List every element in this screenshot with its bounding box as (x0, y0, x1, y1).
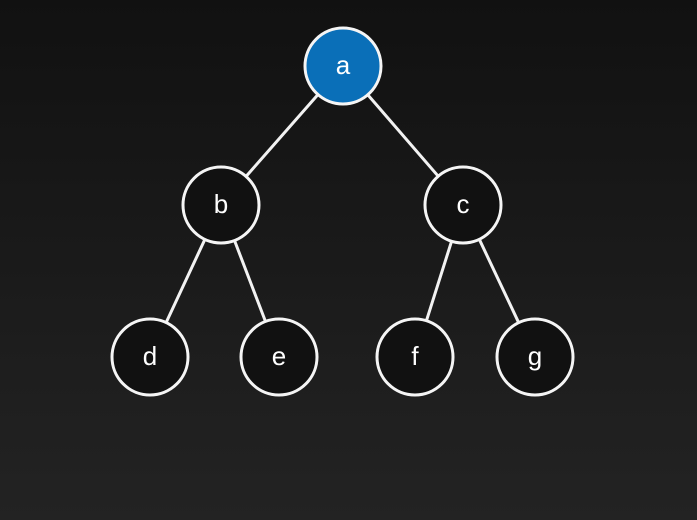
tree-node-c: c (423, 165, 503, 245)
edges-layer (164, 93, 521, 325)
edge-a-b (244, 93, 320, 178)
nodes-layer: a b c d e f g (110, 26, 575, 397)
node-label-d: d (143, 341, 157, 371)
node-label-a: a (336, 50, 351, 80)
edge-c-g (477, 237, 521, 325)
node-label-c: c (457, 189, 470, 219)
tree-node-f: f (375, 317, 455, 397)
node-circle-e (239, 317, 319, 397)
node-circle-g (495, 317, 575, 397)
node-circle-a (303, 26, 383, 106)
tree-node-d: d (110, 317, 190, 397)
node-circle-c (423, 165, 503, 245)
tree-node-g: g (495, 317, 575, 397)
edge-a-c (366, 93, 440, 178)
tree-node-e: e (239, 317, 319, 397)
edge-c-f (424, 239, 454, 323)
edge-b-e (233, 239, 267, 323)
tree-node-a: a (303, 26, 383, 106)
node-label-f: f (411, 341, 419, 371)
node-circle-d (110, 317, 190, 397)
node-label-b: b (214, 189, 228, 219)
node-circle-b (181, 165, 261, 245)
edge-b-d (164, 237, 207, 325)
node-circle-f (375, 317, 455, 397)
node-label-g: g (528, 341, 542, 371)
node-label-e: e (272, 341, 286, 371)
tree-node-b: b (181, 165, 261, 245)
